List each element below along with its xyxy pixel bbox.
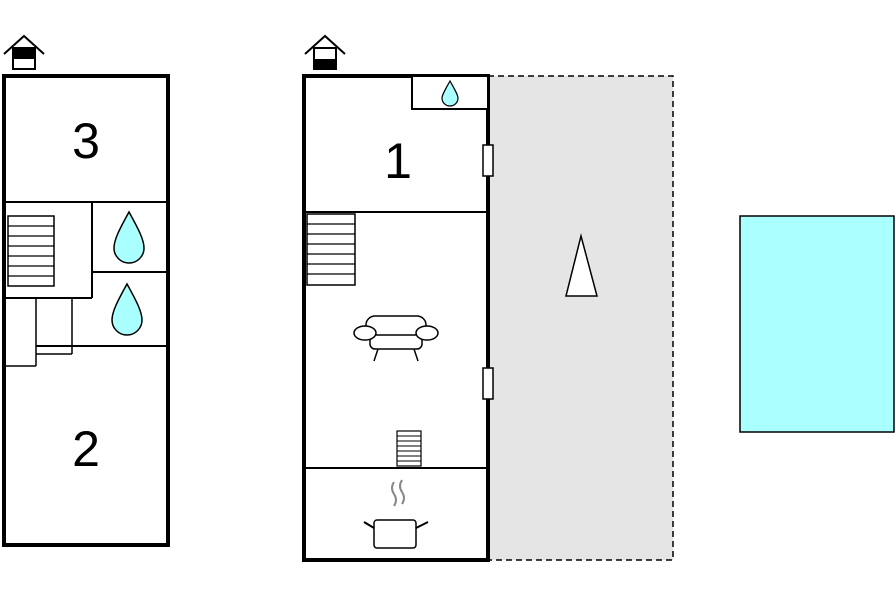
ground-floor: 1 [302, 34, 674, 562]
room-label-1: 1 [384, 133, 412, 189]
terrace [487, 75, 674, 561]
cooking-pot-icon [363, 479, 429, 549]
room-label-2: 2 [72, 421, 100, 477]
house-entrance-icon [304, 34, 346, 70]
north-arrow-icon [565, 233, 598, 297]
window-icon [482, 367, 494, 400]
window-icon [482, 144, 494, 177]
water-drop-icon [113, 210, 145, 264]
sofa-icon [353, 315, 439, 362]
upper-floor: 3 2 [2, 34, 170, 547]
stairs-icon [7, 215, 55, 287]
swimming-pool [739, 215, 895, 433]
room-label-3: 3 [72, 113, 100, 169]
stairs-icon [306, 213, 356, 286]
water-drop-icon [111, 282, 143, 336]
water-drop-icon [441, 79, 459, 107]
house-entrance-icon [3, 34, 45, 70]
small-stairs-icon [396, 430, 422, 467]
